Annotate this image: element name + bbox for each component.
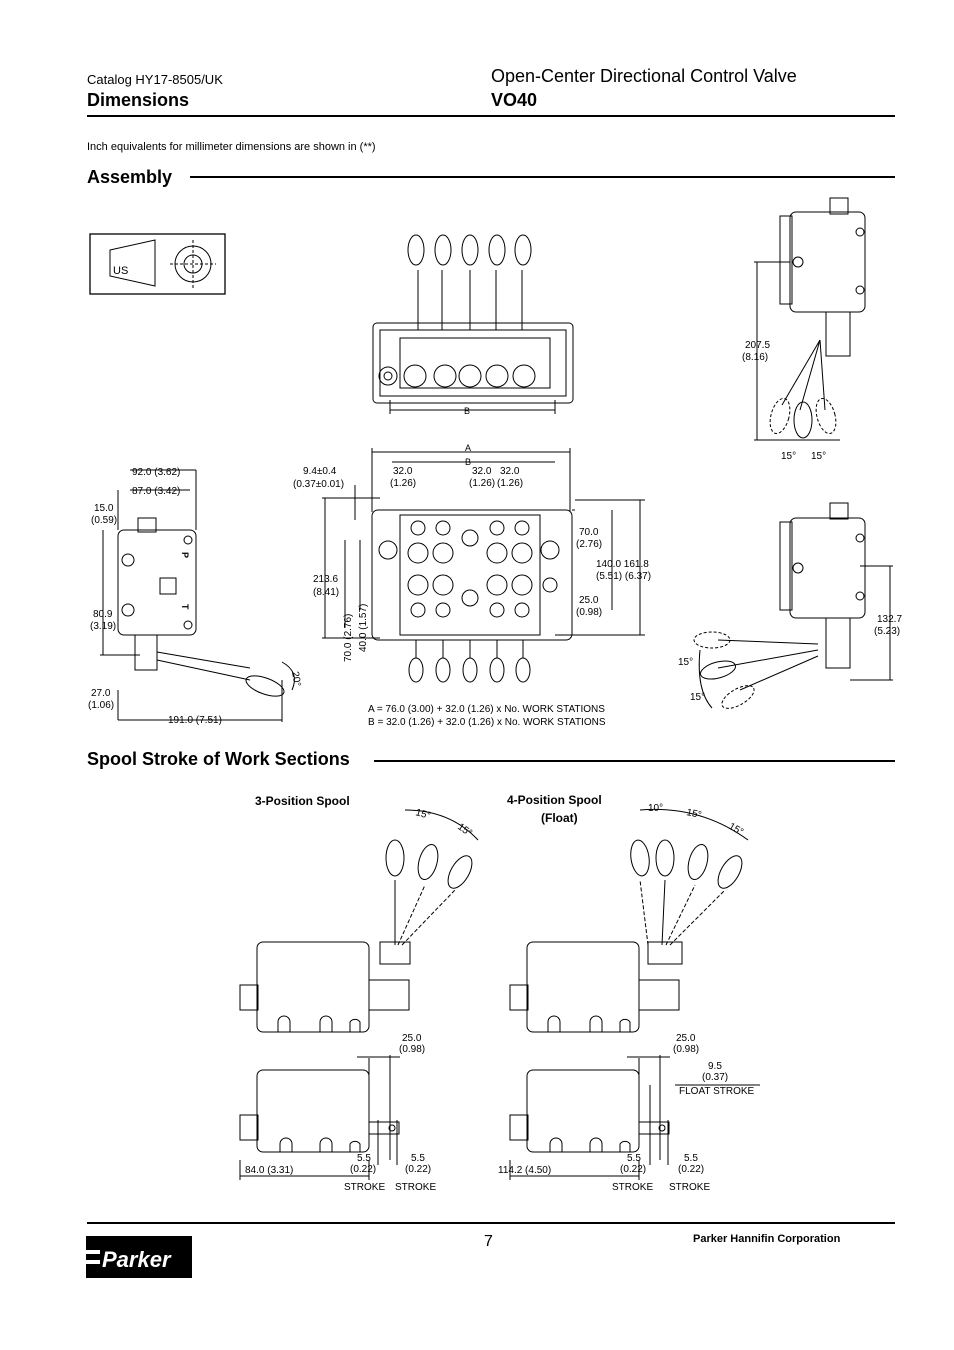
spool-left-d1-in: (0.98) [399,1044,425,1055]
left-side-view [100,469,295,722]
spool-drawing: 3-Position Spool 4-Position Spool (Float… [239,793,760,1193]
spool-left-d1-mm: 25.0 [402,1033,422,1044]
spool-right-f-mm: 9.5 [708,1061,722,1072]
spool-right-d1-in: (0.98) [673,1044,699,1055]
catalog-number: Catalog HY17-8505/UK [87,72,223,87]
rt-h-in: (8.16) [742,352,768,363]
spool-right-a1: 15° [685,807,702,821]
spool-right-s1-in: (0.22) [620,1164,646,1175]
page-number: 7 [484,1233,493,1250]
header-rule [87,115,895,117]
spool-left-top [239,809,479,1033]
projection-symbol [89,233,226,295]
side-angle: 20° [289,671,302,688]
spool-right-float: FLOAT STROKE [679,1086,755,1097]
side-port-t: T [180,604,190,610]
spool-right-d1-mm: 25.0 [676,1033,696,1044]
dim-d1-in: (0.37±0.01) [293,479,344,490]
dim-d3-mm: 32.0 [472,466,492,477]
side-h-in: (3.19) [90,621,116,632]
section-title: Dimensions [87,90,190,110]
dim-d2-in: (1.26) [390,478,416,489]
spool-left-s1-mm: 5.5 [357,1153,371,1164]
side-t1-in: (0.59) [91,515,117,526]
spool-right-label-2: (Float) [541,811,578,825]
side-port-p: P [180,552,190,558]
parker-logo: Parker [86,1236,192,1278]
spool-left-len: 84.0 (3.31) [245,1165,293,1176]
dim-a: A [465,443,471,453]
spool-right-label-1: 4-Position Spool [507,793,602,807]
side-h-mm: 80.9 [93,609,113,620]
spool-left-s2-in: (0.22) [405,1164,431,1175]
spool-right-top [509,808,749,1033]
spool-left-a1: 15° [414,807,431,822]
dim-h1-mm: 213.6 [313,574,338,585]
front-section-view [322,448,645,683]
dim-r3-in: (0.98) [576,607,602,618]
rt-a2: 15° [811,451,826,462]
projection-label: US [113,265,128,277]
unit-note: Inch equivalents for millimeter dimensio… [87,141,376,153]
spool-heading-rule [374,760,895,762]
rb-a1: 15° [678,657,693,668]
spool-right-bottom [509,1055,760,1180]
spool-right-len: 114.2 (4.50) [498,1165,551,1176]
corporation-name: Parker Hannifin Corporation [693,1233,841,1245]
spool-right-stroke2: STROKE [669,1182,710,1193]
spool-left-label: 3-Position Spool [255,794,350,808]
spool-right-s1-mm: 5.5 [627,1153,641,1164]
dim-h3: 40.0 (1.57) [358,604,369,652]
spool-heading: Spool Stroke of Work Sections [87,749,350,769]
footer-rule [87,1222,895,1224]
assembly-heading-rule [190,176,895,178]
dim-d4-in: (1.26) [497,478,523,489]
dim-d4-mm: 32.0 [500,466,520,477]
right-bottom-view [693,502,893,709]
rt-h-mm: 207.5 [745,340,770,351]
side-len: 191.0 (7.51) [168,715,222,726]
formula-b: B = 32.0 (1.26) + 32.0 (1.26) x No. WORK… [368,717,606,728]
spool-right-s2-mm: 5.5 [684,1153,698,1164]
dim-d1-mm: 9.4±0.4 [303,466,337,477]
spool-left-s2-mm: 5.5 [411,1153,425,1164]
assembly-drawing: US B A B 9.4±0.4 (0.37±0.01) 32.0 (1.26)… [88,197,902,728]
spool-left-bottom [239,1055,400,1180]
rb-h-in: (5.23) [874,626,900,637]
side-t1-mm: 15.0 [94,503,114,514]
spool-right-stroke1: STROKE [612,1182,653,1193]
dim-h1-in: (8.41) [313,587,339,598]
dim-d2-mm: 32.0 [393,466,413,477]
logo-text: Parker [102,1247,172,1272]
spool-left-stroke2: STROKE [395,1182,436,1193]
dim-b: B [465,457,471,467]
side-w2: 87.0 (3.42) [132,486,180,497]
rb-a2: 15° [690,692,705,703]
right-top-view [754,197,866,441]
side-b-in: (1.06) [88,700,114,711]
dim-r3-mm: 25.0 [579,595,599,606]
product-title: VO40 [491,90,538,110]
dim-b-top: B [464,406,470,416]
dim-r1-mm: 70.0 [579,527,599,538]
dim-r1-in: (2.76) [576,539,602,550]
formula-a: A = 76.0 (3.00) + 32.0 (1.26) x No. WORK… [368,704,605,715]
side-w1: 92.0 (3.62) [132,467,180,478]
dim-h2: 70.0 (2.76) [343,614,354,662]
top-valve-view [372,234,574,414]
spool-left-stroke1: STROKE [344,1182,385,1193]
spool-right-f-in: (0.37) [702,1072,728,1083]
assembly-heading: Assembly [87,167,173,187]
spool-right-a0: 10° [648,803,663,814]
spool-right-s2-in: (0.22) [678,1164,704,1175]
product-subtitle: Open-Center Directional Control Valve [491,66,797,86]
dim-r2-mm: 140.0 161.8 [596,559,649,570]
rt-a1: 15° [781,451,796,462]
rb-h-mm: 132.7 [877,614,902,625]
spool-left-s1-in: (0.22) [350,1164,376,1175]
dim-d3-in: (1.26) [469,478,495,489]
dim-r2-in: (5.51) (6.37) [596,571,651,582]
side-b-mm: 27.0 [91,688,111,699]
